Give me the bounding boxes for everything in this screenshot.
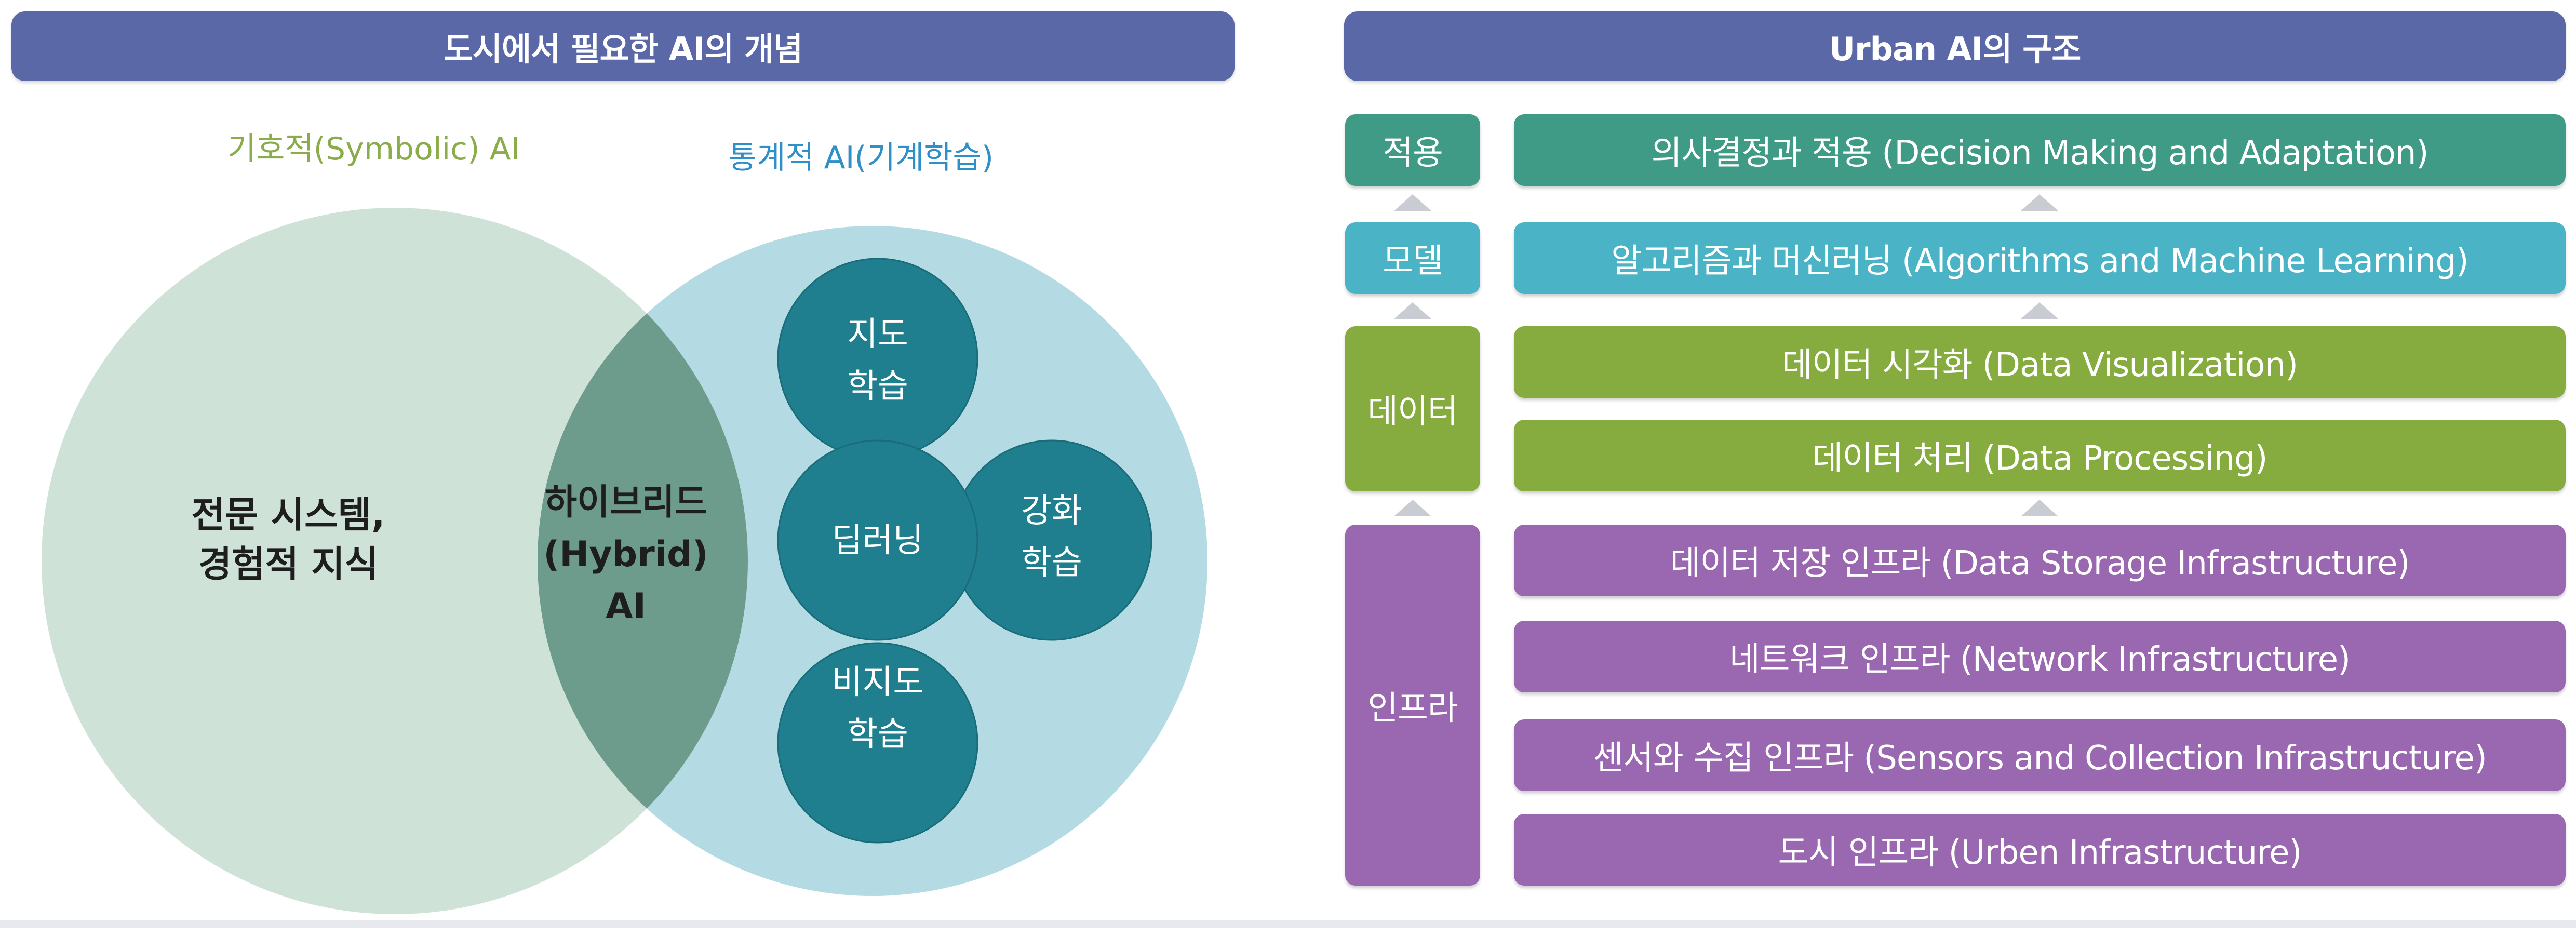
symbolic-ai-label: 기호적(Symbolic) AI [227, 131, 520, 167]
hybrid-ai-line-3: AI [606, 586, 646, 627]
supervised-learning-line-1: 지도 [847, 315, 908, 354]
symbolic-content-line-2: 경험적 지식 [198, 543, 378, 585]
row-sensors-collection-infra: 센서와 수집 인프라 (Sensors and Collection Infra… [1514, 719, 2566, 791]
venn-diagram: 전문 시스템, 경험적 지식 하이브리드 (Hybrid) AI 지도 학습 딥… [42, 208, 1208, 914]
layer-label-infrastructure: 인프라 [1345, 525, 1480, 886]
unsupervised-learning-circle [777, 642, 978, 844]
reinforcement-learning-circle [951, 439, 1152, 641]
hybrid-ai-line-1: 하이브리드 [545, 482, 707, 523]
statistical-ai-label: 통계적 AI(기계학습) [728, 140, 994, 176]
row-decision-making: 의사결정과 적용 (Decision Making and Adaptation… [1514, 114, 2566, 186]
row-network-infra: 네트워크 인프라 (Network Infrastructure) [1514, 621, 2566, 692]
row-arrow-data-to-model [2021, 302, 2058, 319]
row-data-storage-infra: 데이터 저장 인프라 (Data Storage Infrastructure) [1514, 525, 2566, 596]
bottom-divider [0, 920, 2576, 928]
row-arrow-infra-to-data [2021, 500, 2058, 516]
layer-label-model: 모델 [1345, 222, 1480, 294]
row-arrow-model-to-application [2021, 194, 2058, 211]
symbolic-content-line-1: 전문 시스템, [192, 493, 385, 536]
label-arrow-infra-to-data [1394, 500, 1431, 516]
deep-learning-circle [777, 439, 978, 641]
deep-learning-label: 딥러닝 [832, 522, 924, 560]
label-arrow-model-to-application [1394, 194, 1431, 211]
ai-concept-title: 도시에서 필요한 AI의 개념 [11, 11, 1235, 81]
row-data-processing: 데이터 처리 (Data Processing) [1514, 420, 2566, 491]
symbolic-ai-circle [42, 208, 748, 914]
unsupervised-learning-line-1: 비지도 [832, 663, 924, 702]
unsupervised-learning-line-2: 학습 [847, 715, 908, 754]
row-algorithms-ml: 알고리즘과 머신러닝 (Algorithms and Machine Learn… [1514, 222, 2566, 294]
urban-ai-structure-title: Urban AI의 구조 [1344, 11, 2566, 81]
reinforcement-learning-line-2: 학습 [1021, 544, 1082, 582]
row-urban-infra: 도시 인프라 (Urben Infrastructure) [1514, 814, 2566, 886]
hybrid-overlap [538, 226, 748, 896]
hybrid-ai-line-2: (Hybrid) [543, 534, 708, 575]
layer-label-application: 적용 [1345, 114, 1480, 186]
label-arrow-data-to-model [1394, 302, 1431, 319]
row-data-visualization: 데이터 시각화 (Data Visualization) [1514, 326, 2566, 398]
supervised-learning-circle [777, 258, 978, 459]
supervised-learning-line-2: 학습 [847, 367, 908, 406]
layer-label-data: 데이터 [1345, 326, 1480, 491]
reinforcement-learning-line-1: 강화 [1021, 492, 1082, 530]
